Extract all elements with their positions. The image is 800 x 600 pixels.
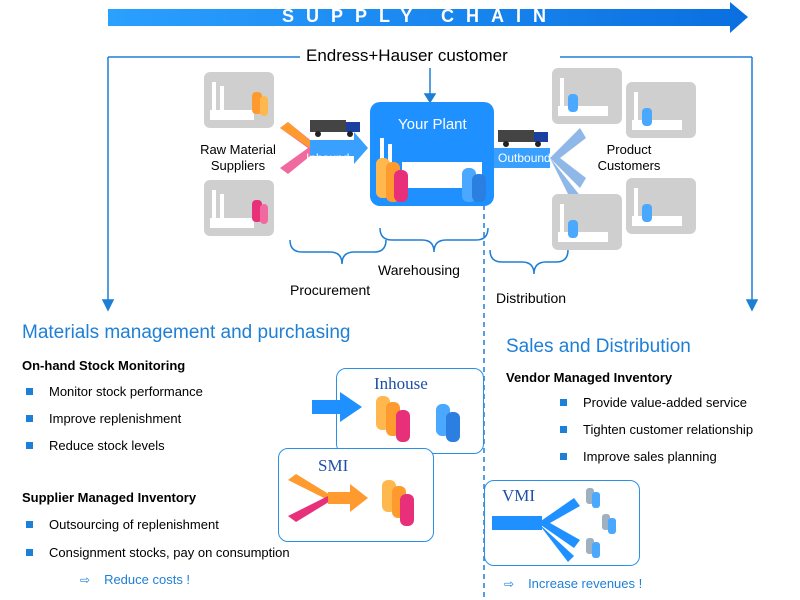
- inbound-label: Inbound: [306, 151, 350, 165]
- product-customers-label: Product Customers: [597, 142, 661, 173]
- smi-title: Supplier Managed Inventory: [22, 490, 197, 505]
- materials-heading: Materials management and purchasing: [22, 322, 351, 343]
- smi-illustration: [288, 474, 414, 526]
- right-bullet-1: Provide value-added service: [560, 395, 747, 410]
- customer-factory-2: [626, 82, 696, 138]
- vmi-illustration: [492, 488, 616, 562]
- left-bullet-4: Outsourcing of replenishment: [26, 517, 219, 532]
- customer-factory-4: [626, 178, 696, 234]
- increase-revenues-note: ⇨Increase revenues !: [504, 576, 643, 591]
- supply-chain-banner: [108, 2, 748, 33]
- right-bullet-2: Tighten customer relationship: [560, 422, 753, 437]
- inhouse-box: [336, 368, 484, 454]
- arrow-right-icon: ⇨: [80, 572, 91, 587]
- stock-monitoring-title: On-hand Stock Monitoring: [22, 358, 186, 373]
- left-bullet-2: Improve replenishment: [26, 411, 181, 426]
- inbound-arrow: [280, 120, 368, 174]
- your-plant-label: Your Plant: [398, 116, 467, 133]
- vmi-label: VMI: [502, 486, 536, 505]
- bullet-icon: [560, 426, 567, 433]
- bullet-icon: [26, 388, 33, 395]
- arrow-right-icon: ⇨: [504, 576, 515, 591]
- bullet-icon: [560, 453, 567, 460]
- right-bullet-3: Improve sales planning: [560, 449, 717, 464]
- bullet-icon: [26, 415, 33, 422]
- left-bullet-3: Reduce stock levels: [26, 438, 165, 453]
- bullet-icon: [26, 442, 33, 449]
- distribution-label: Distribution: [496, 290, 567, 306]
- customer-label: Endress+Hauser customer: [302, 46, 512, 66]
- warehousing-label: Warehousing: [378, 262, 460, 278]
- bullet-icon: [26, 521, 33, 528]
- left-bullet-5: Consignment stocks, pay on consumption: [26, 545, 290, 560]
- procurement-label: Procurement: [290, 282, 371, 298]
- sales-heading: Sales and Distribution: [506, 336, 691, 357]
- inhouse-label: Inhouse: [374, 374, 428, 393]
- supplier-factory-top: [204, 72, 274, 128]
- your-plant-illustration: [376, 138, 486, 202]
- vmi-title: Vendor Managed Inventory: [506, 370, 673, 385]
- customer-factory-1: [552, 68, 622, 124]
- left-bullet-1: Monitor stock performance: [26, 384, 203, 399]
- customer-factory-3: [552, 194, 622, 250]
- banner-title: SUPPLY CHAIN: [281, 6, 559, 26]
- bullet-icon: [560, 399, 567, 406]
- supplier-factory-bottom: [204, 180, 274, 236]
- inhouse-illustration: [312, 392, 460, 442]
- smi-label: SMI: [318, 456, 349, 475]
- bullet-icon: [26, 549, 33, 556]
- reduce-costs-note: ⇨Reduce costs !: [80, 572, 191, 587]
- raw-material-label: Raw Material Suppliers: [200, 142, 276, 173]
- outbound-label: Outbound: [498, 151, 551, 165]
